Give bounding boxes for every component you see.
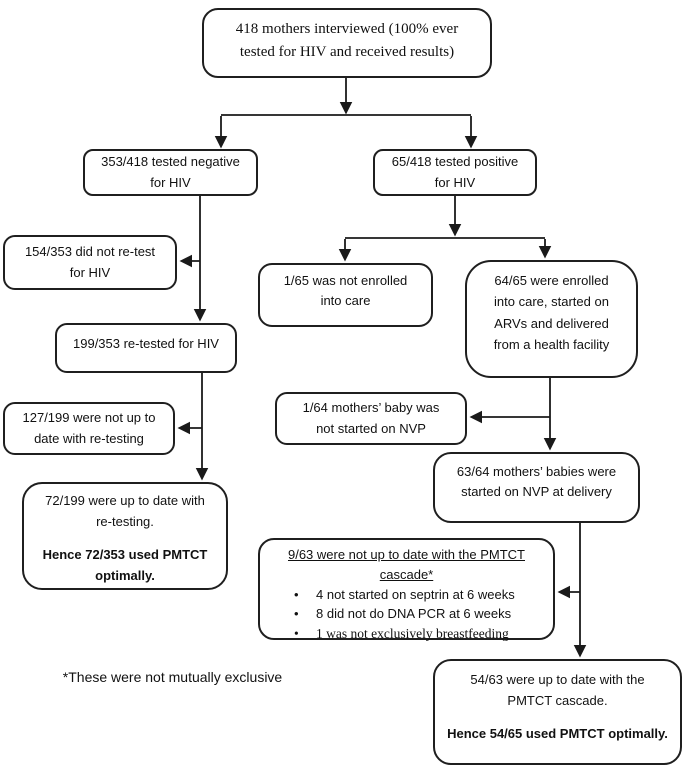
box-babies-started-nvp: 63/64 mothers’ babies were started on NV… (433, 452, 640, 523)
box-did-not-retest: 154/353 did not re-test for HIV (3, 235, 177, 290)
bullet-item: 4 not started on septrin at 6 weeks (290, 586, 547, 605)
box-line: started on NVP at delivery (461, 484, 612, 500)
box-not-enrolled: 1/65 was not enrolled into care (258, 263, 433, 327)
box-line: 64/65 were enrolled (494, 273, 609, 288)
box-line: into care, started on (494, 294, 609, 310)
box-line: date with re-testing (34, 430, 144, 446)
box-line: 1/64 mothers’ baby was (302, 400, 440, 416)
box-line: PMTCT cascade. (507, 693, 608, 709)
box-line: 127/199 were not up to (22, 410, 156, 426)
box-line: ARVs and delivered (494, 315, 609, 331)
box-heading-line: cascade* (379, 567, 434, 583)
box-not-up-to-date-cascade: 9/63 were not up to date with the PMTCT … (258, 538, 555, 643)
box-line: 72/199 were up to date with (45, 493, 205, 508)
box-line: tested for HIV and received results) (239, 43, 455, 60)
box-line: into care (320, 293, 371, 308)
box-line: 199/353 re-tested for HIV (73, 336, 219, 351)
bullet-list: 4 not started on septrin at 6 weeks 8 di… (266, 586, 547, 643)
box-enrolled-in-care: 64/65 were enrolled into care, started o… (465, 260, 638, 378)
bullet-item: 8 did not do DNA PCR at 6 weeks (290, 605, 547, 624)
box-line-bold: Hence 54/65 used PMTCT optimally. (447, 725, 668, 741)
box-retested: 199/353 re-tested for HIV (55, 323, 237, 373)
box-line: 65/418 tested positive (391, 154, 519, 170)
box-line-bold: Hence 72/353 used PMTCT (42, 546, 208, 562)
box-line: re-testing. (96, 514, 154, 530)
box-line: 353/418 tested negative (101, 154, 240, 170)
box-not-up-to-date-retesting: 127/199 were not up to date with re-test… (3, 402, 175, 455)
box-tested-negative: 353/418 tested negative for HIV (83, 149, 258, 196)
box-line: 63/64 mothers’ babies were (456, 464, 617, 479)
box-up-to-date-cascade: 54/63 were up to date with the PMTCT cas… (433, 659, 682, 765)
box-line: 1/65 was not enrolled (283, 272, 408, 288)
box-line: for HIV (69, 264, 111, 280)
box-line: 54/63 were up to date with the (470, 672, 645, 687)
box-line: 154/353 did not re-test (24, 244, 156, 260)
bullet-item: 1 was not exclusively breastfeeding (290, 624, 547, 644)
box-line: for HIV (150, 174, 191, 190)
box-heading-line: 9/63 were not up to date with the PMTCT (287, 547, 525, 562)
box-up-to-date-retesting: 72/199 were up to date with re-testing. … (22, 482, 228, 590)
box-baby-not-started-nvp: 1/64 mothers’ baby was not started on NV… (275, 392, 467, 445)
box-line: for HIV (434, 174, 476, 190)
box-line: not started on NVP (316, 420, 426, 436)
box-line: from a health facility (493, 337, 610, 353)
box-tested-positive: 65/418 tested positive for HIV (373, 149, 537, 196)
box-line-bold: optimally. (95, 568, 155, 584)
footnote-text: *These were not mutually exclusive (62, 669, 283, 685)
box-line: 418 mothers interviewed (100% ever (235, 21, 459, 37)
box-mothers-interviewed: 418 mothers interviewed (100% ever teste… (202, 8, 492, 78)
